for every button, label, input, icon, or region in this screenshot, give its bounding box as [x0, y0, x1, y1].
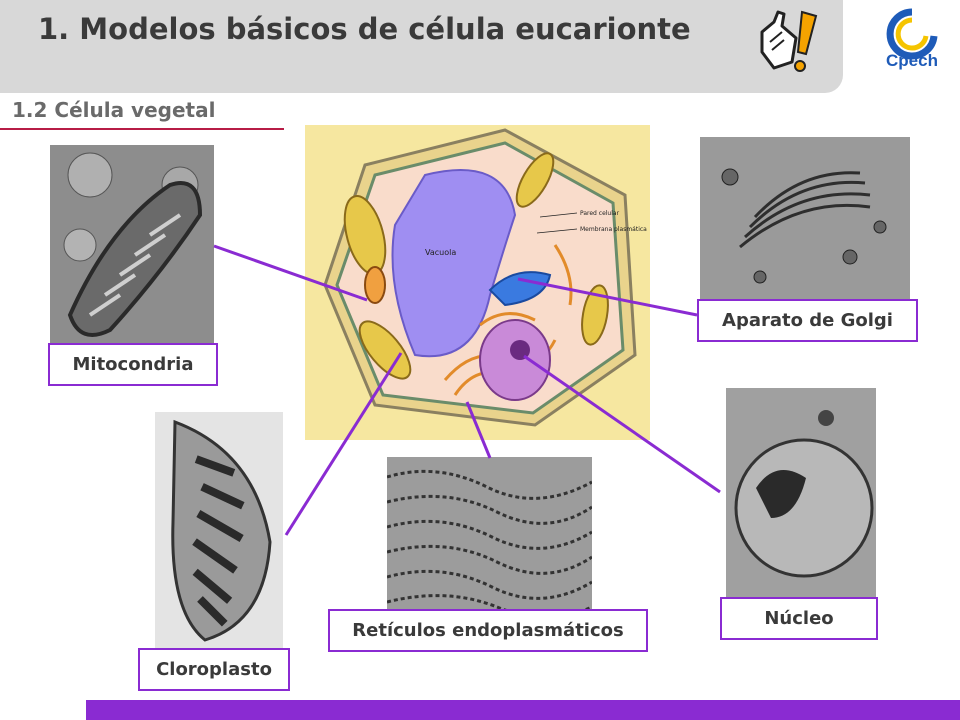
- mitochondria-micrograph: [50, 145, 214, 345]
- chloroplast-micrograph: [155, 412, 283, 648]
- label-golgi: Aparato de Golgi: [697, 299, 918, 342]
- golgi-micrograph: [700, 137, 910, 300]
- cpech-logo: Cpech: [886, 8, 938, 70]
- subtitle: 1.2 Célula vegetal: [12, 98, 216, 122]
- label-cloroplasto: Cloroplasto: [138, 648, 290, 691]
- label-reticulos: Retículos endoplasmáticos: [328, 609, 648, 652]
- title-bar: 1. Modelos básicos de célula eucarionte: [0, 0, 843, 93]
- membrane-label: Membrana plasmática: [580, 226, 647, 233]
- nucleus-micrograph: [726, 388, 876, 598]
- page-title: 1. Modelos básicos de célula eucarionte: [38, 12, 691, 46]
- er-micrograph: [387, 457, 592, 612]
- bottom-bar: [86, 700, 960, 720]
- logo-text: Cpech: [886, 51, 938, 70]
- cell-wall-label: Pared celular: [580, 210, 620, 217]
- label-mitocondria: Mitocondria: [48, 343, 218, 386]
- label-nucleo: Núcleo: [720, 597, 878, 640]
- subtitle-rule: [0, 128, 284, 130]
- plant-cell-illustration: Vacuola Pared celular Membrana plasmátic…: [305, 125, 650, 440]
- vacuole-label: Vacuola: [425, 248, 456, 257]
- pointing-hand-exclamation-icon: [760, 10, 818, 72]
